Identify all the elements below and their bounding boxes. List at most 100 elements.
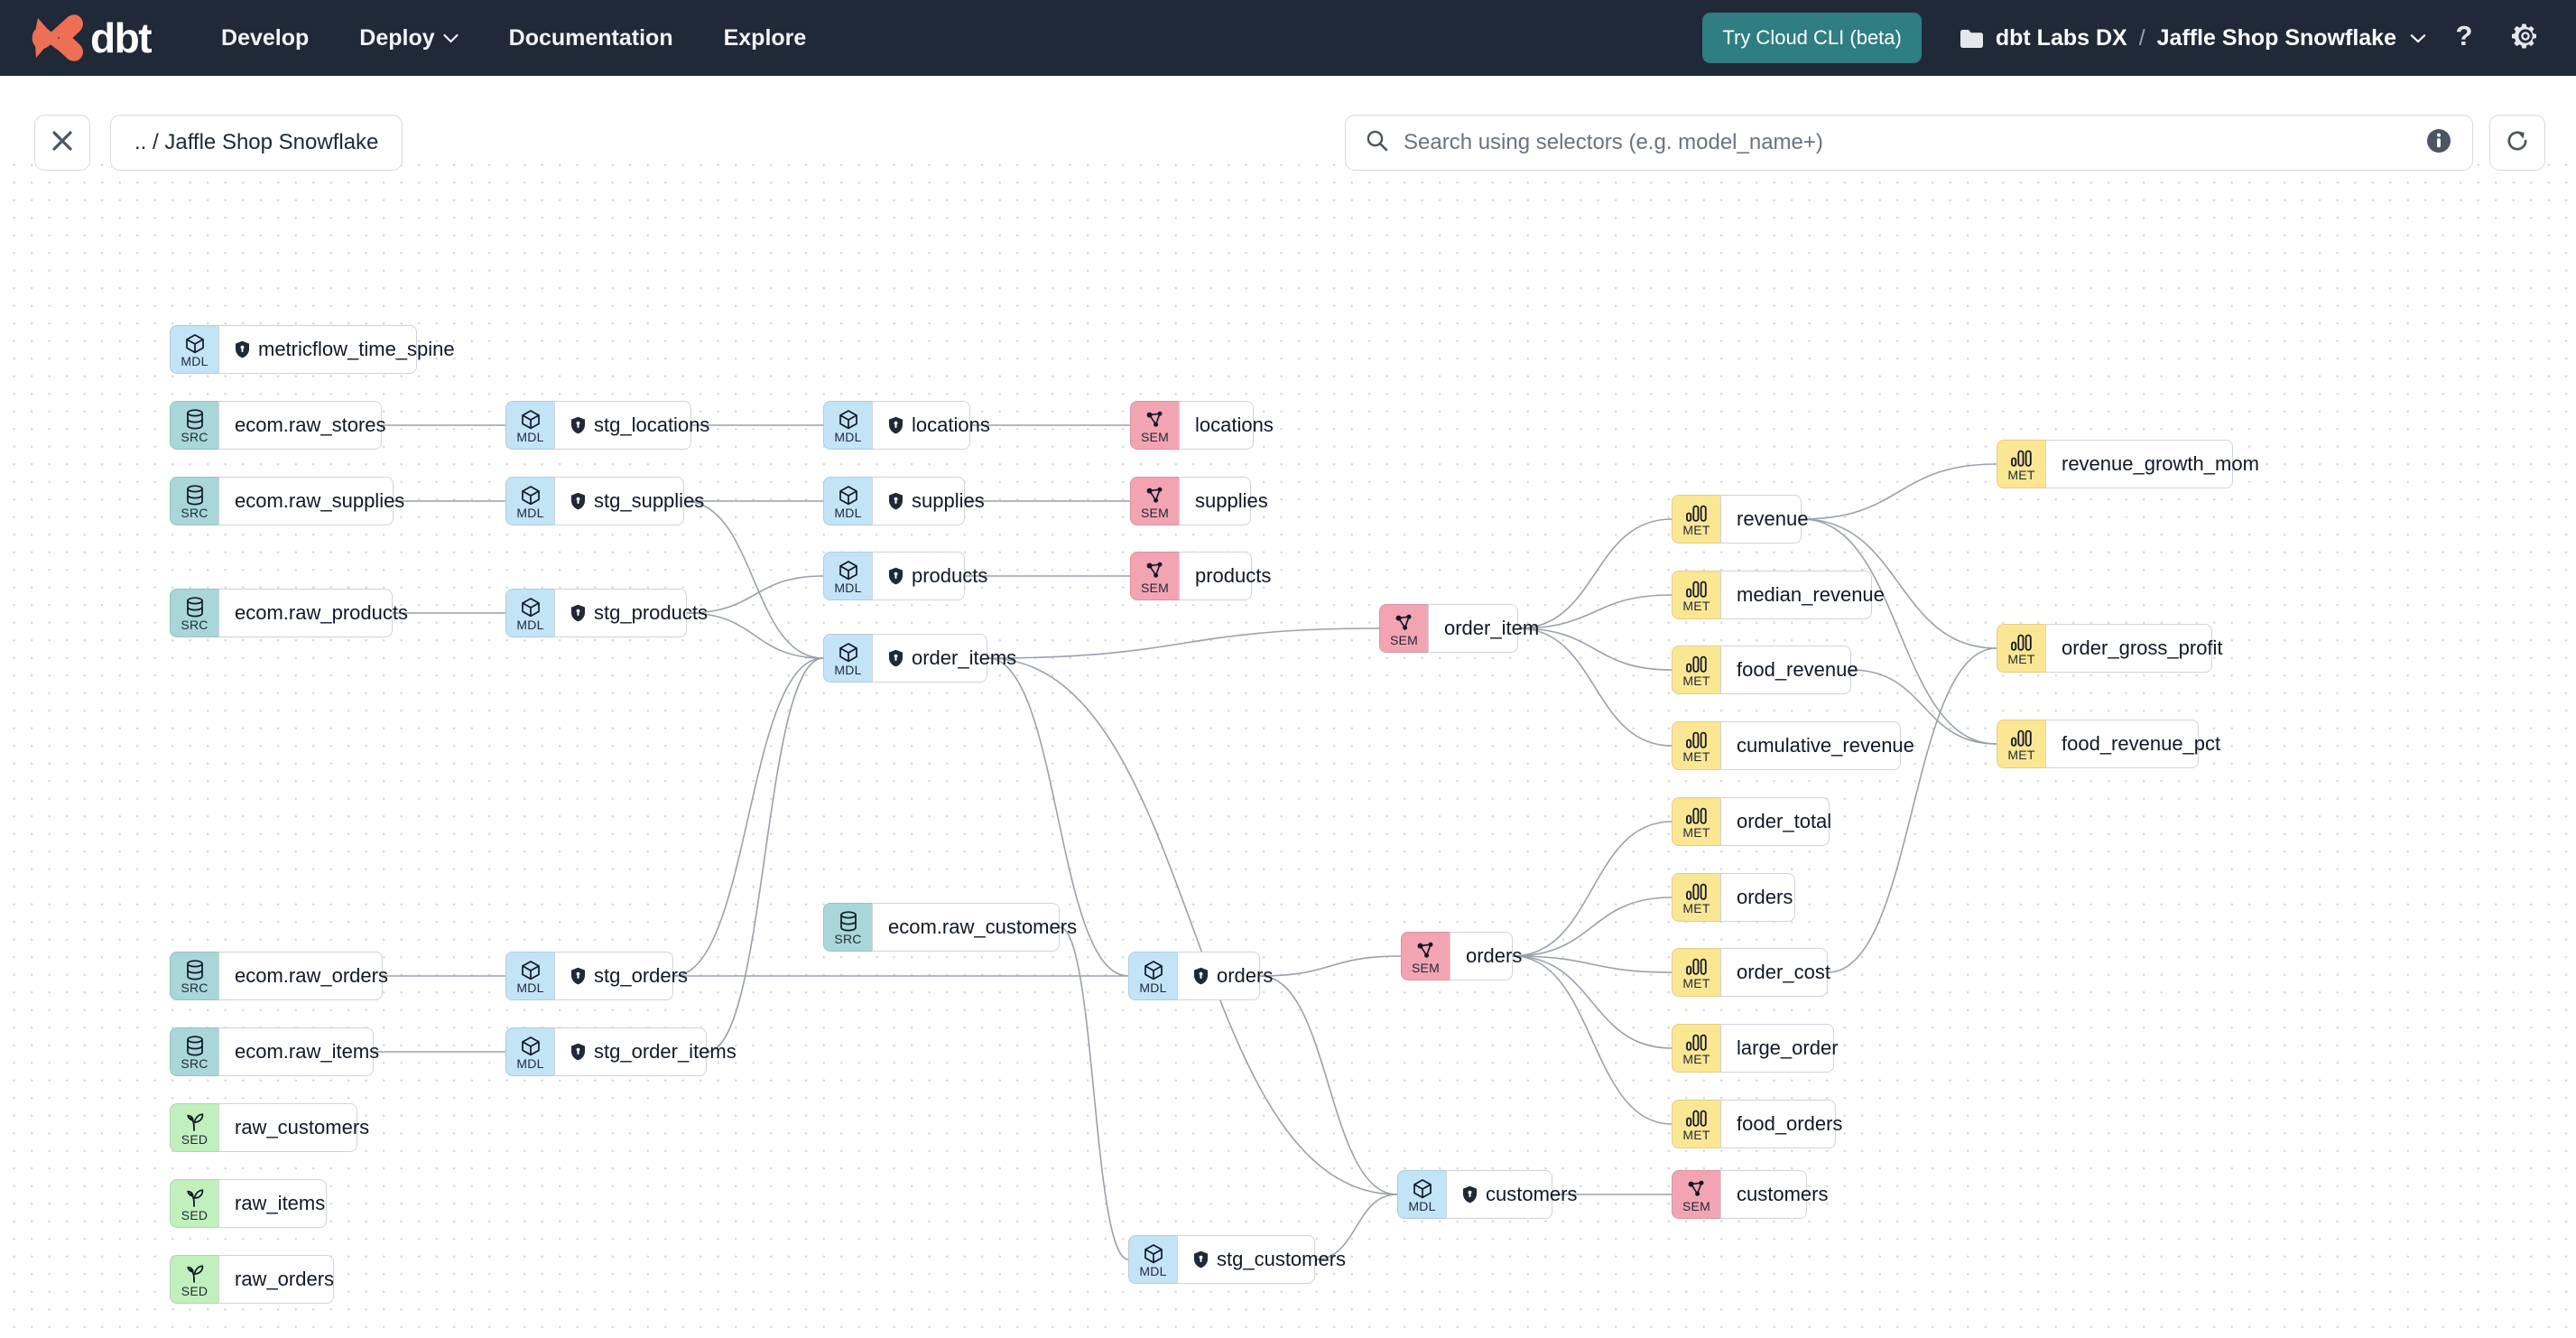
lineage-node-body[interactable]: customers [1446,1170,1577,1219]
lineage-node-body[interactable]: revenue_growth_mom [2045,440,2259,488]
lineage-node-body[interactable]: products [872,552,987,600]
lineage-node-body[interactable]: orders [1450,932,1522,980]
lineage-node-body[interactable]: locations [1179,401,1274,450]
lineage-node-body[interactable]: supplies [1179,477,1268,525]
nav-link-deploy[interactable]: Deploy [359,25,459,51]
lineage-node-body[interactable]: ecom.raw_items [218,1027,379,1076]
node-type-badge-label: MDL [516,506,544,520]
lineage-node-body[interactable]: food_revenue_pct [2045,720,2220,768]
lineage-node-body[interactable]: ecom.raw_customers [872,903,1077,952]
lineage-node-body[interactable]: ecom.raw_orders [218,952,388,1000]
refresh-button[interactable] [2489,115,2545,171]
lineage-node-body[interactable]: large_order [1720,1024,1839,1073]
close-button[interactable] [34,115,90,171]
settings-button[interactable] [2502,14,2549,61]
dbt-logo[interactable]: dbt [31,13,153,63]
lineage-node-stg_supplies[interactable]: MDL stg_supplies [505,477,704,525]
nav-link-explore[interactable]: Explore [724,25,807,51]
lineage-node-body[interactable]: metricflow_time_spine [218,325,455,374]
lineage-node-body[interactable]: ecom.raw_supplies [218,477,404,525]
lineage-node-body[interactable]: stg_products [554,589,708,637]
help-button[interactable]: ? [2441,14,2488,61]
search-bar[interactable]: Search using selectors (e.g. model_name+… [1345,115,2473,171]
lineage-node-body[interactable]: order_gross_profit [2045,624,2223,673]
search-input[interactable]: Search using selectors (e.g. model_name+… [1404,130,1823,154]
lineage-node-body[interactable]: supplies [872,477,985,525]
chevron-down-icon[interactable] [2408,33,2426,43]
lineage-node-body[interactable]: ecom.raw_stores [218,401,386,450]
lineage-node-body[interactable]: stg_supplies [554,477,704,525]
try-cloud-cli-button[interactable]: Try Cloud CLI (beta) [1702,13,1922,63]
lineage-node-body[interactable]: customers [1720,1170,1828,1219]
lineage-node-body[interactable]: products [1179,552,1271,600]
lineage-node-body[interactable]: order_item [1428,604,1539,653]
lineage-node-body[interactable]: median_revenue [1720,571,1885,619]
lineage-node-body[interactable]: stg_order_items [554,1027,737,1076]
lineage-node-body[interactable]: cumulative_revenue [1720,721,1914,770]
nav-link-documentation[interactable]: Documentation [509,25,673,51]
info-circle-icon[interactable] [2425,127,2452,159]
lineage-node-body[interactable]: order_total [1720,797,1831,846]
lineage-node-body[interactable]: stg_orders [554,952,688,1000]
lineage-node-body[interactable]: raw_customers [218,1103,369,1152]
public-access-shield-icon [570,1043,586,1061]
lineage-node-body[interactable]: order_items [872,634,1016,683]
nav-link-develop[interactable]: Develop [221,25,309,51]
lineage-node-body[interactable]: ecom.raw_products [218,589,408,637]
lineage-node-body[interactable]: orders [1177,952,1273,1000]
project-name[interactable]: Jaffle Shop Snowflake [2156,24,2396,51]
lineage-node-body[interactable]: locations [872,401,990,450]
lineage-breadcrumb-button[interactable]: .. / Jaffle Shop Snowflake [110,115,403,171]
lineage-node-body[interactable]: stg_locations [554,401,709,450]
lineage-node-body[interactable]: orders [1720,873,1795,922]
lineage-node-body[interactable]: raw_orders [218,1255,334,1304]
lineage-node-body[interactable]: raw_items [218,1179,327,1228]
lineage-node-body[interactable]: revenue [1720,495,1809,544]
account-name[interactable]: dbt Labs DX [1995,24,2127,51]
lineage-node-body[interactable]: food_orders [1720,1100,1842,1148]
lineage-node-body[interactable]: stg_customers [1177,1235,1346,1284]
lineage-node-body[interactable]: food_revenue [1720,646,1858,694]
lineage-node-body[interactable]: order_cost [1720,948,1830,997]
